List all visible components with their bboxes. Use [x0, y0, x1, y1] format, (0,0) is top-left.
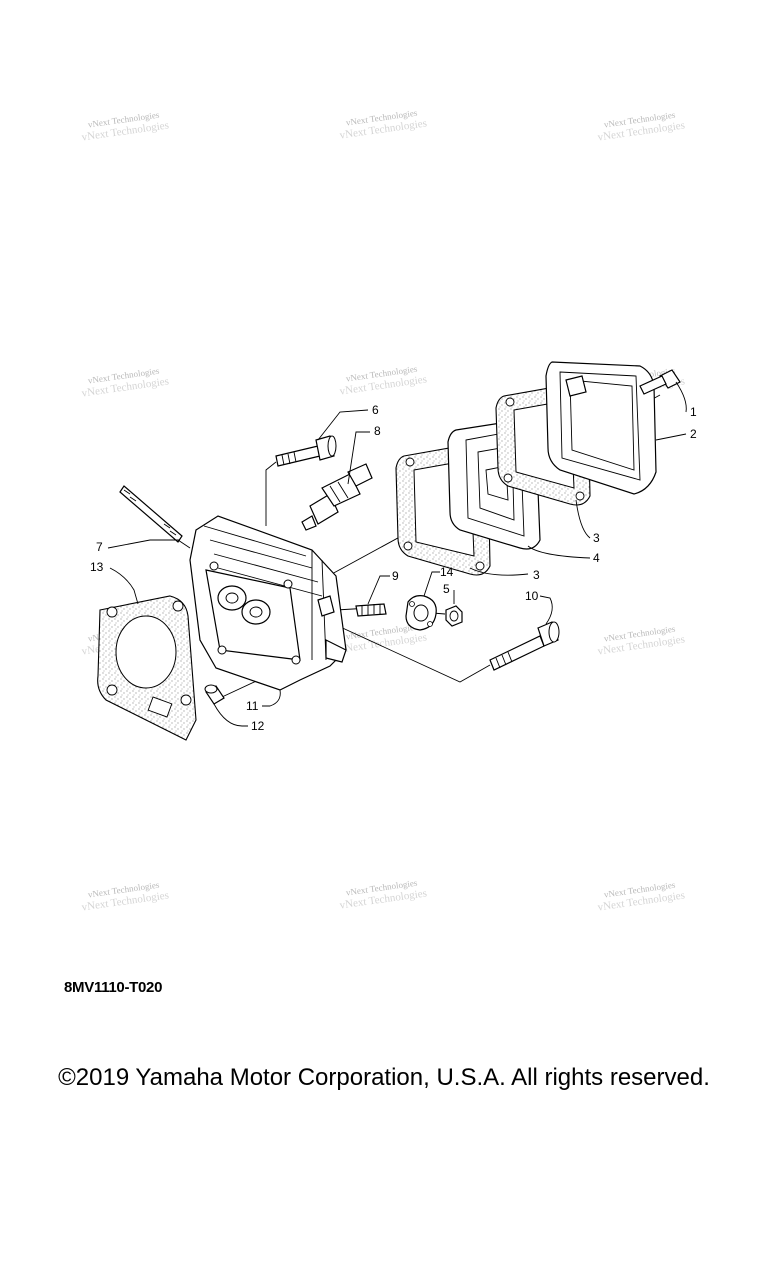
callout-6: 6 — [372, 403, 379, 417]
callout-5: 5 — [443, 582, 450, 596]
callout-3-upper: 3 — [593, 531, 600, 545]
callout-14: 14 — [440, 565, 454, 579]
callout-7: 7 — [96, 540, 103, 554]
copyright-notice: ©2019 Yamaha Motor Corporation, U.S.A. A… — [58, 1064, 710, 1091]
diagram-code: 8MV1110-T020 — [64, 979, 163, 996]
callout-8: 8 — [374, 424, 381, 438]
bolt-upper — [275, 435, 337, 467]
cover-bolt — [639, 369, 681, 395]
callout-13: 13 — [90, 560, 104, 574]
cylinder-head-cover — [545, 361, 657, 495]
flange-plate — [405, 595, 437, 631]
spark-plug — [301, 463, 373, 531]
callout-4: 4 — [593, 551, 600, 565]
callout-1: 1 — [690, 405, 697, 419]
stud-bolt — [119, 485, 183, 543]
dowel-pin — [204, 684, 225, 705]
short-stud — [355, 603, 387, 617]
callout-11: 11 — [246, 699, 259, 713]
nut — [445, 605, 463, 627]
cylinder-head — [189, 515, 347, 691]
bolt-lower — [489, 621, 560, 671]
callout-9: 9 — [392, 569, 399, 583]
callout-2: 2 — [690, 427, 697, 441]
callout-10: 10 — [525, 589, 539, 603]
callout-3-lower: 3 — [533, 568, 540, 582]
leader-lines — [107, 381, 687, 727]
callouts: 1 2 3 4 3 5 6 7 8 9 10 11 12 13 14 — [90, 403, 697, 733]
callout-12: 12 — [251, 719, 265, 733]
cylinder-head-gasket — [97, 595, 197, 741]
